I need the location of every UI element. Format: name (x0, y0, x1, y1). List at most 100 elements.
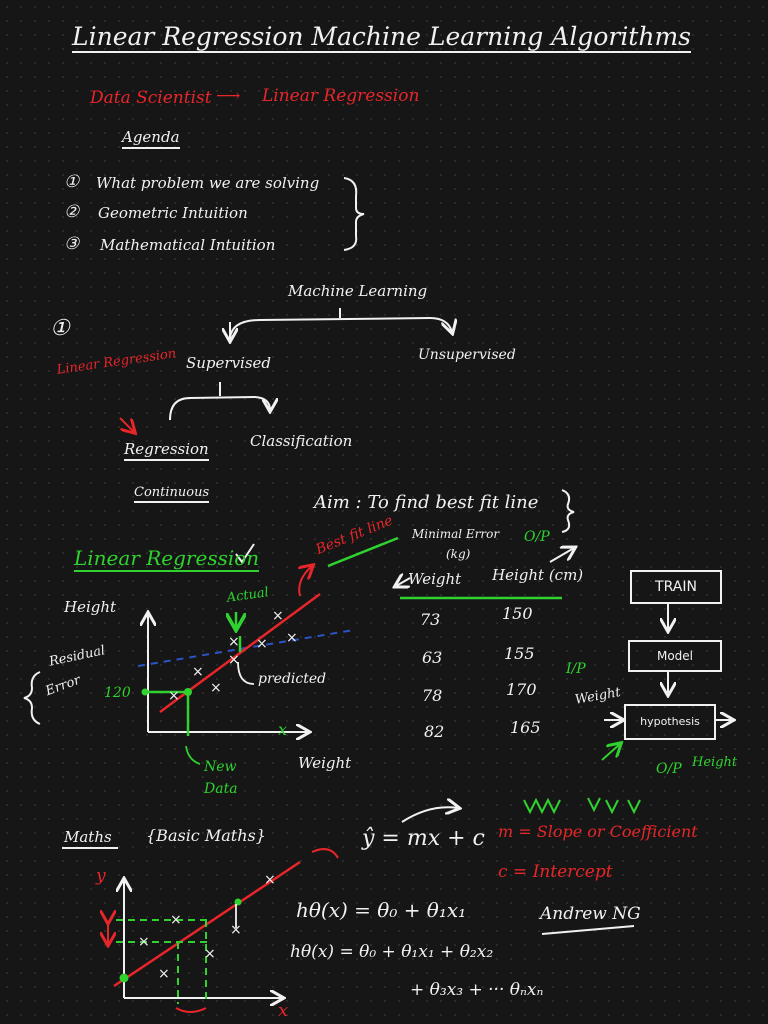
svg-text:×: × (272, 608, 284, 624)
svg-text:×: × (158, 966, 170, 982)
graph1-x-mark: x (278, 720, 288, 739)
maths-slope: m = Slope or Coefficient (498, 822, 698, 841)
table-cell: 150 (502, 604, 533, 623)
svg-text:×: × (286, 630, 298, 646)
ip-green-arrow (601, 744, 620, 761)
ml-tree-lines (169, 308, 452, 421)
graph2-bracket (175, 1007, 207, 1013)
graph2-x-axis-label: x (278, 1000, 289, 1021)
maths-hypothesis-3: + θ₃x₃ + ··· θₙxₙ (410, 980, 544, 1000)
table-cell: 155 (504, 644, 535, 663)
svg-text:×: × (256, 636, 268, 652)
section-marker: ① (50, 316, 70, 341)
agenda-item-3: Mathematical Intuition (100, 236, 276, 254)
svg-text:×: × (138, 934, 150, 950)
graph2-green-guides (116, 919, 210, 1004)
agenda-number-1: ① (64, 172, 80, 192)
slope-marks (523, 797, 641, 815)
graph1-point-b (141, 688, 149, 696)
graph1-green-guides (142, 612, 240, 736)
graph1-y-value: 120 (104, 685, 131, 701)
table-cell: 165 (510, 718, 541, 737)
table-header-weight: Weight (408, 570, 462, 588)
ml-classification: Classification (250, 432, 353, 450)
graph1-best-fit-line (159, 592, 321, 714)
table-cell: 170 (506, 680, 537, 699)
graph1-predicted-point (184, 688, 192, 696)
agenda-item-2: Geometric Intuition (98, 204, 248, 222)
pipeline-hypothesis-box: hypothesis (624, 704, 716, 740)
weight-arrow (396, 578, 411, 586)
agenda-number-3: ③ (64, 234, 80, 254)
page-title: Linear Regression Machine Learning Algor… (72, 22, 691, 53)
op-arrow (549, 548, 574, 563)
graph1-axes (148, 614, 308, 732)
table-op-note: O/P (524, 529, 550, 545)
table-unit-note: (kg) (446, 547, 471, 561)
graph2-y-axis-label: y (96, 866, 106, 886)
maths-intercept: c = Intercept (498, 862, 613, 882)
pipeline-ip-label: I/P (566, 661, 586, 677)
pipeline-model-box: Model (628, 640, 722, 672)
pipeline-arrows (604, 604, 732, 720)
aim-brace (561, 489, 575, 533)
maths-equation: ŷ = mx + c (362, 826, 485, 851)
maths-hypothesis-2: hθ(x) = θ₀ + θ₁x₁ + θ₂x₂ (290, 942, 494, 962)
author-underline (541, 925, 635, 935)
career-topic: Linear Regression (262, 86, 420, 106)
aim-note: Minimal Error (412, 527, 500, 541)
new-data-pointer (185, 745, 201, 765)
agenda-item-1: What problem we are solving (96, 174, 320, 192)
svg-text:×: × (204, 946, 216, 962)
svg-text:×: × (192, 664, 204, 680)
pipeline-hypothesis-label: hypothesis (640, 715, 700, 728)
best-fit-underline (327, 536, 399, 568)
ml-regression: Regression (124, 442, 209, 461)
agenda-brace (343, 177, 365, 251)
graph1-x-label: Weight (298, 754, 352, 772)
best-fit-pointer (299, 566, 312, 597)
predicted-pointer (237, 661, 255, 685)
maths-heading: Maths (64, 828, 112, 846)
graph2-intercept-point (119, 973, 129, 983)
regression-continuous: Continuous (134, 486, 210, 503)
pipeline-op-label: O/P (656, 761, 682, 777)
svg-text:×: × (264, 872, 276, 888)
maths-basic: {Basic Maths} (146, 826, 266, 845)
pipeline-model-label: Model (656, 649, 694, 663)
svg-text:×: × (170, 912, 182, 928)
graph2-point (234, 898, 242, 906)
graph1-predicted-label: predicted (258, 671, 327, 687)
svg-text:×: × (228, 634, 240, 650)
graph1-data-label: Data (204, 781, 238, 797)
table-cell: 63 (422, 648, 443, 667)
agenda-heading: Agenda (122, 130, 180, 149)
svg-text:×: × (168, 688, 180, 704)
agenda-number-2: ② (64, 202, 80, 222)
linreg-arrow (119, 417, 134, 432)
ml-unsupervised: Unsupervised (418, 347, 516, 363)
residual-brace (23, 671, 41, 725)
lr-heading: Linear Regression (74, 546, 260, 572)
graph1-data-points: ××× ××× ×× (168, 608, 298, 704)
ml-supervised: Supervised (186, 354, 272, 372)
graph1-y-label: Height (64, 598, 117, 616)
svg-text:×: × (230, 922, 242, 938)
check-mark (235, 543, 255, 564)
career-role: Data Scientist (90, 88, 212, 108)
career-arrow: ⟶ (216, 86, 241, 106)
graph1-new-label: New (204, 759, 237, 775)
graph2-data-points: × × × × × × (138, 872, 276, 982)
pipeline-train-label: TRAIN (655, 579, 697, 595)
table-header-height: Height (cm) (492, 566, 584, 584)
table-cell: 73 (420, 610, 441, 629)
table-cell: 78 (422, 686, 443, 705)
graph2-pointer (311, 848, 339, 859)
table-cell: 82 (424, 722, 445, 741)
svg-text:×: × (210, 680, 222, 696)
pipeline-train-box: TRAIN (630, 570, 722, 604)
equation-arrow (401, 807, 458, 823)
maths-author: Andrew NG (540, 904, 641, 924)
